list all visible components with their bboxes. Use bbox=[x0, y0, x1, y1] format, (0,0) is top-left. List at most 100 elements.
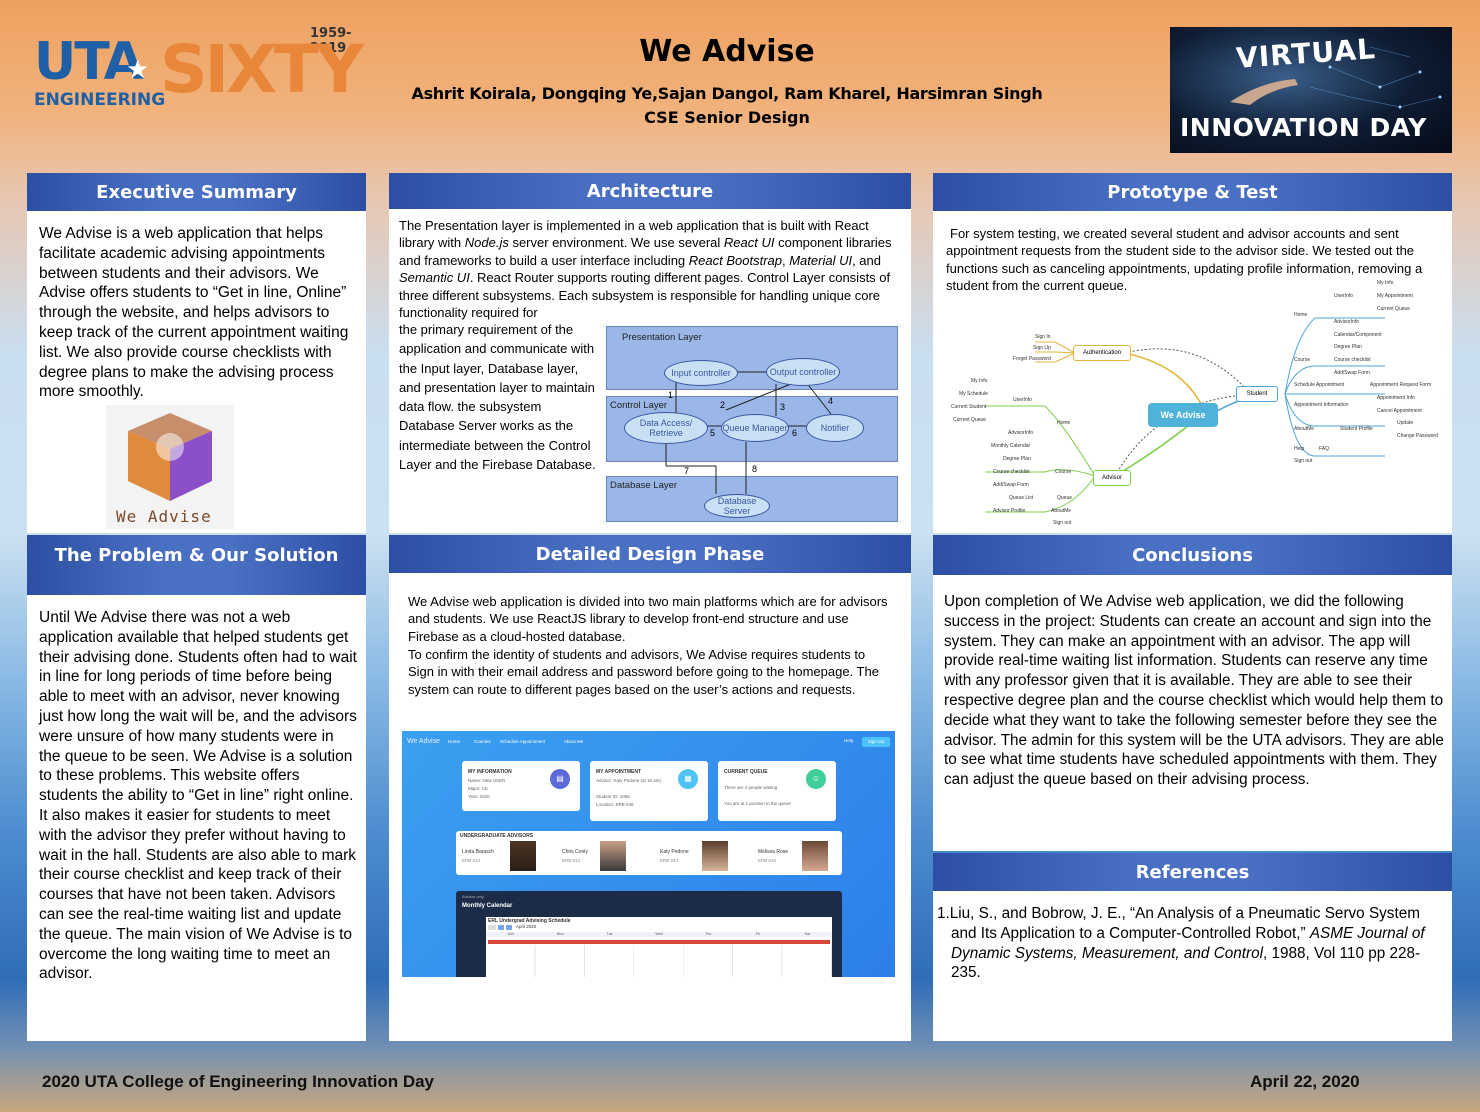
calendar-today-button[interactable] bbox=[488, 925, 496, 930]
app-card-my-appointment: MY APPOINTMENT Advisor: Katy Pedone (at … bbox=[590, 761, 708, 821]
mindmap-advisor-item: Course checklist bbox=[993, 469, 1030, 475]
mindmap-student-item: Add/Swap Form bbox=[1334, 370, 1370, 376]
executive-summary-header: Executive Summary bbox=[27, 173, 366, 211]
app-signout-button[interactable]: Sign out bbox=[862, 737, 890, 747]
calendar-day: Fri bbox=[755, 932, 760, 936]
app-nav-home[interactable]: Home bbox=[448, 739, 461, 744]
mindmap-advisor-item: Sign out bbox=[1053, 520, 1072, 526]
mindmap-advisor-item: UserInfo bbox=[1013, 397, 1032, 403]
advisor-item[interactable]: Linda Barasch ERB 613 bbox=[462, 841, 544, 871]
poster-authors: Ashrit Koirala, Dongqing Ye,Sajan Dangol… bbox=[411, 84, 1043, 103]
mindmap-student-item: Appointment Info bbox=[1377, 395, 1415, 401]
calendar-month: April 2020 bbox=[516, 924, 537, 929]
app-help-link[interactable]: Help bbox=[844, 738, 854, 743]
mindmap-student-node: Student bbox=[1236, 386, 1278, 402]
card-line: You are at 1 position in the queue bbox=[724, 801, 791, 806]
app-brand: We Advise bbox=[407, 738, 440, 745]
mindmap-student-item: Appointment Information bbox=[1294, 402, 1349, 408]
mindmap-advisor-item: Queue List bbox=[1009, 495, 1034, 501]
architecture-side-text: the primary requirement of the applicati… bbox=[399, 322, 596, 473]
card-title: CURRENT QUEUE bbox=[724, 769, 768, 775]
mindmap-advisor-item: Add/Swap Form bbox=[993, 482, 1029, 488]
mindmap-advisor-node: Advisor bbox=[1093, 470, 1131, 486]
app-calendar-card: Advisor only Monthly Calendar ERL Underg… bbox=[456, 891, 842, 977]
control-layer-label: Control Layer bbox=[610, 400, 668, 411]
advisor-name: Katy Pedone bbox=[660, 849, 689, 855]
poster-subtitle: CSE Senior Design bbox=[644, 108, 810, 127]
prototype-text: For system testing, we created several s… bbox=[946, 226, 1423, 294]
we-advise-logo: We Advise bbox=[106, 405, 234, 529]
footer-left: 2020 UTA College of Engineering Innovati… bbox=[42, 1072, 435, 1091]
advisor-item[interactable]: Melissa Rose ERB 616 bbox=[758, 841, 840, 871]
edge-label-4: 4 bbox=[828, 396, 834, 406]
mindmap-student-item: Home bbox=[1294, 312, 1308, 318]
star-icon: ★ bbox=[126, 54, 150, 84]
reference-journal: ASME Journal of Dynamic Systems, Measure… bbox=[951, 924, 1425, 962]
mindmap: We Advise Authentication Student Advisor… bbox=[945, 276, 1445, 528]
mindmap-student-item: Current Queue bbox=[1377, 306, 1411, 312]
edge-label-6: 6 bbox=[792, 428, 798, 438]
edge-label-7: 7 bbox=[684, 466, 690, 476]
advisor-name: Linda Barasch bbox=[462, 849, 494, 855]
architecture-intro: The Presentation layer is implemented in… bbox=[399, 218, 892, 321]
problem-header: The Problem & Our Solution bbox=[27, 535, 366, 595]
app-screenshot: We Advise Home Courses Schedule Appointm… bbox=[402, 731, 895, 977]
card-title: MY INFORMATION bbox=[468, 769, 512, 775]
references-header: References bbox=[933, 853, 1452, 891]
calendar-day: Thu bbox=[705, 932, 712, 936]
we-advise-logo-caption: We Advise bbox=[116, 507, 212, 526]
problem-text: Until We Advise there was not a web appl… bbox=[39, 609, 357, 983]
reference-rest: , 1988, Vol 110 pp 228-235. bbox=[951, 944, 1421, 982]
logo-engineering: ENGINEERING bbox=[34, 90, 166, 110]
mindmap-advisor-item: My Info bbox=[971, 378, 988, 384]
id-card-icon: ▤ bbox=[550, 769, 570, 789]
calendar-day: Sun bbox=[507, 932, 514, 936]
app-nav-about[interactable]: About Me bbox=[564, 739, 584, 744]
card-line: Student ID: 1058 bbox=[596, 794, 630, 799]
card-line: There are 4 people waiting bbox=[724, 785, 778, 790]
data-access-node: Data Access/ Retrieve bbox=[624, 412, 708, 444]
mindmap-auth-item: Forget Password bbox=[1013, 356, 1051, 362]
mindmap-advisor-item: AboutMe bbox=[1051, 508, 1072, 514]
advisor-room: ERB 643 bbox=[660, 858, 679, 863]
footer-right: April 22, 2020 bbox=[1250, 1072, 1360, 1091]
poster-title: We Advise bbox=[639, 34, 815, 69]
notifier-node: Notifier bbox=[806, 414, 864, 442]
calendar-day: Tue bbox=[606, 932, 613, 936]
mindmap-student-item: Schedule Appointment bbox=[1294, 382, 1345, 388]
card-line: Location: ERB 648 bbox=[596, 802, 634, 807]
prototype-panel bbox=[933, 173, 1452, 533]
calendar-day: Wed bbox=[655, 932, 663, 936]
app-nav-schedule[interactable]: Schedule Appointment bbox=[500, 739, 546, 744]
advisor-name: Chris Conly bbox=[562, 849, 588, 855]
calendar-header-row: Sun Mon Tue Wed Thu Fri Sat bbox=[486, 932, 832, 937]
mindmap-student-item: Help bbox=[1294, 446, 1305, 452]
mindmap-authentication-node: Authentication bbox=[1073, 345, 1131, 361]
app-advisors-card: UNDERGRADUATE ADVISORS Linda Barasch ERB… bbox=[456, 831, 842, 875]
input-controller-node: Input controller bbox=[664, 360, 738, 386]
advisor-avatar bbox=[702, 841, 728, 871]
mindmap-center-node: We Advise bbox=[1148, 403, 1218, 427]
calendar-next-icon[interactable] bbox=[506, 925, 512, 930]
badge-line2: INNOVATION DAY bbox=[1180, 113, 1427, 142]
mindmap-student-item: Sign out bbox=[1294, 458, 1313, 464]
design-header: Detailed Design Phase bbox=[389, 535, 911, 573]
mindmap-advisor-item: Current Student bbox=[951, 404, 987, 410]
calendar-day: Mon bbox=[556, 932, 564, 936]
advisor-room: ERB 616 bbox=[758, 858, 777, 863]
calendar-prev-icon[interactable] bbox=[498, 925, 504, 930]
app-nav-courses[interactable]: Courses bbox=[474, 739, 491, 744]
mindmap-student-item: AboutMe bbox=[1294, 426, 1315, 432]
reference-item: 1.Liu, S., and Bobrow, J. E., “An Analys… bbox=[937, 904, 1437, 983]
card-line: Major: CE bbox=[468, 786, 489, 791]
mindmap-advisor-item: AdvisorInfo bbox=[1008, 430, 1034, 436]
mindmap-advisor-item: Monthly Calendar bbox=[991, 443, 1031, 449]
calendar-title: Monthly Calendar bbox=[462, 903, 513, 909]
mindmap-student-item: My Info bbox=[1377, 280, 1394, 286]
advisor-item[interactable]: Chris Conly ERB 612 bbox=[562, 841, 644, 871]
mindmap-student-item: Course bbox=[1294, 357, 1311, 363]
card-title: MY APPOINTMENT bbox=[596, 769, 642, 775]
advisor-item[interactable]: Katy Pedone ERB 643 bbox=[660, 841, 742, 871]
calendar-event-bar[interactable] bbox=[488, 940, 830, 944]
edge-label-1: 1 bbox=[668, 390, 674, 400]
